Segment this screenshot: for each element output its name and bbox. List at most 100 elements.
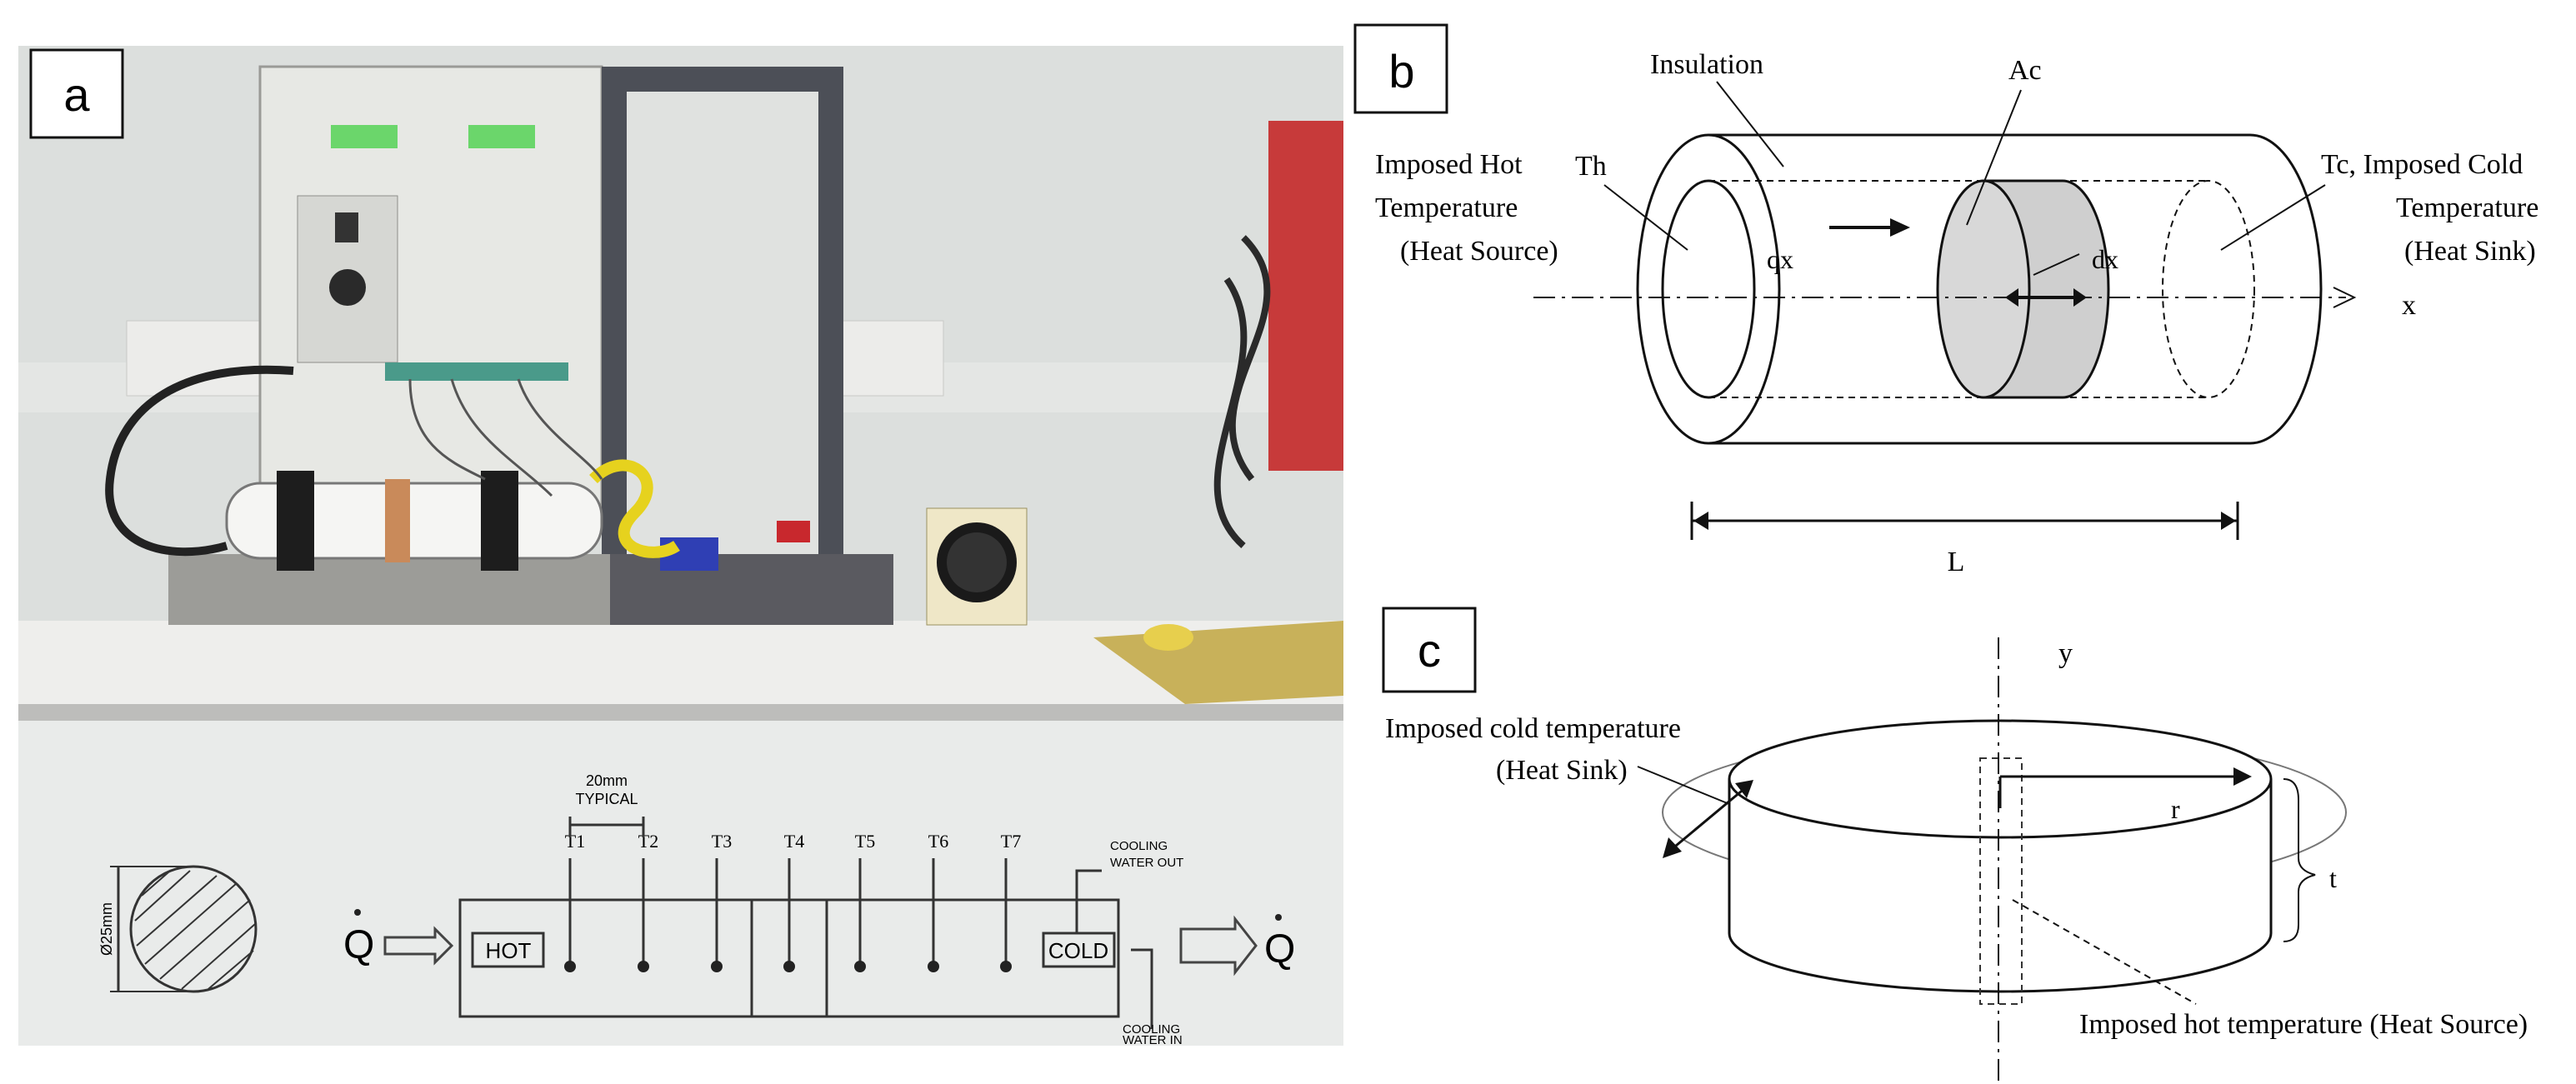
label-c-box <box>1382 607 1477 693</box>
label-a: a <box>63 68 90 121</box>
cold-side-line-1: Tc, Imposed Cold <box>2321 149 2523 180</box>
cold-leader <box>1637 766 1730 805</box>
label-b-box <box>1353 23 1448 114</box>
sensor-label: T4 <box>784 831 804 852</box>
spacing-sub: TYPICAL <box>575 791 638 807</box>
tc-leader <box>2220 184 2326 251</box>
sensor-dot <box>928 961 939 972</box>
heat-in-arrow <box>383 926 454 966</box>
hot-leader <box>2012 899 2197 1005</box>
hot-label: HOT <box>486 938 532 963</box>
red-valve <box>777 521 810 542</box>
disc-side <box>1728 779 2273 993</box>
center-core <box>1979 757 2023 1005</box>
slice-face <box>1936 179 2031 399</box>
display-right <box>468 125 535 148</box>
thickness-label: t <box>2329 863 2337 893</box>
cold-line-2: (Heat Sink) <box>1496 755 1628 786</box>
th-leader <box>1603 184 1688 251</box>
heat-in-dot <box>354 909 361 916</box>
sensor-dot <box>564 961 576 972</box>
schematic-background <box>18 721 1343 1046</box>
hot-side-line-2: Temperature <box>1375 192 1518 223</box>
timer-face <box>947 532 1007 592</box>
sensor-label: T7 <box>1001 831 1021 852</box>
cold-side-line-2: Temperature <box>2396 192 2538 223</box>
flux-arrow-head <box>1890 218 1910 237</box>
heat-out-symbol: Q <box>1264 927 1295 972</box>
cold-arrow-line <box>1670 786 1747 852</box>
length-label: L <box>1948 547 1965 577</box>
cooling-in-1: COOLING <box>1123 1022 1180 1037</box>
th-label: Th <box>1575 151 1607 182</box>
yellow-hose <box>589 459 680 558</box>
frame-window <box>627 92 818 558</box>
area-leader <box>1966 89 2022 226</box>
cold-arrow-head-b <box>1735 780 1753 798</box>
radius-label: r <box>2171 794 2180 824</box>
label-b: b <box>1388 45 1414 97</box>
dx-arrow-right <box>2073 288 2087 307</box>
yellow-block <box>1143 624 1193 651</box>
clamp-left <box>277 471 314 571</box>
spacing-label: 20mm <box>586 772 628 789</box>
x-axis-arrow <box>2333 287 2357 308</box>
hot-side-line-3: (Heat Source) <box>1400 236 1558 267</box>
label-c: c <box>1418 624 1441 677</box>
sensor-dot <box>854 961 866 972</box>
sensor-label: T1 <box>565 831 585 852</box>
cold-end-dashed <box>2162 180 2255 398</box>
sensor-label: T3 <box>712 831 732 852</box>
cold-line-1: Imposed cold temperature <box>1385 713 1681 744</box>
insulation-leader <box>1716 81 1784 167</box>
sensor-label: T6 <box>928 831 948 852</box>
hot-box <box>471 932 545 968</box>
sensor-label: T5 <box>855 831 875 852</box>
hot-side-line-1: Imposed Hot <box>1375 149 1523 180</box>
control-knob <box>329 269 366 306</box>
heat-out-arrow <box>1179 915 1258 977</box>
apparatus-photo: a Ø25mm Q HOT COLD T1 T2 T3 T4 T5 T6 T7 20mm T… <box>18 46 1343 1046</box>
panel-c-disc-diagram: c y r t Imposed cold temperature (Heat S… <box>1382 607 2528 1083</box>
sensor-dot <box>783 961 795 972</box>
heat-in-symbol: Q <box>343 923 374 967</box>
equipment-right <box>1268 121 1343 471</box>
copper-band <box>385 479 410 562</box>
insulation-label: Insulation <box>1650 49 1763 80</box>
panel-b-rod-diagram: b x qx dx Insulation Ac Imposed Hot Temp… <box>1353 23 2538 577</box>
hot-label: Imposed hot temperature (Heat Source) <box>2079 1009 2528 1040</box>
clamp-right <box>481 471 518 571</box>
cooling-out-line <box>1075 869 1102 933</box>
cooling-out-2: WATER OUT <box>1110 856 1183 870</box>
sensor-dot <box>1000 961 1012 972</box>
cold-box <box>1042 932 1116 968</box>
dx-leader <box>2033 253 2080 276</box>
sensor-label: T2 <box>638 831 658 852</box>
heat-out-dot <box>1275 914 1282 921</box>
cooling-tray <box>610 554 893 625</box>
terminal-strip <box>385 362 568 381</box>
display-left <box>331 125 398 148</box>
power-cord <box>105 365 294 557</box>
cylinder-right-end <box>2249 133 2323 445</box>
label-a-box <box>29 48 124 139</box>
outlet-panel <box>126 320 278 397</box>
sensor-dot <box>638 961 649 972</box>
power-switch <box>335 212 358 242</box>
cold-label: COLD <box>1048 938 1108 963</box>
x-axis-label: x <box>2402 290 2416 321</box>
cooling-in-2: WATER IN <box>1123 1033 1183 1046</box>
thickness-brace <box>2283 778 2316 942</box>
cold-arrow-head-a <box>1663 837 1682 858</box>
y-axis-label: y <box>2058 638 2073 669</box>
length-arrow-left <box>1693 512 1708 530</box>
flux-label: qx <box>1767 244 1793 274</box>
diameter-label: Ø25mm <box>98 902 115 956</box>
length-arrow-right <box>2221 512 2236 530</box>
sensor-group: T1 T2 T3 T4 T5 T6 T7 <box>564 831 1021 972</box>
bench-edge <box>18 704 1343 721</box>
cold-side-line-3: (Heat Sink) <box>2404 236 2536 267</box>
loose-wires <box>408 378 603 497</box>
cross-section-hatch <box>134 870 256 990</box>
dx-arrow-left <box>2005 288 2018 307</box>
